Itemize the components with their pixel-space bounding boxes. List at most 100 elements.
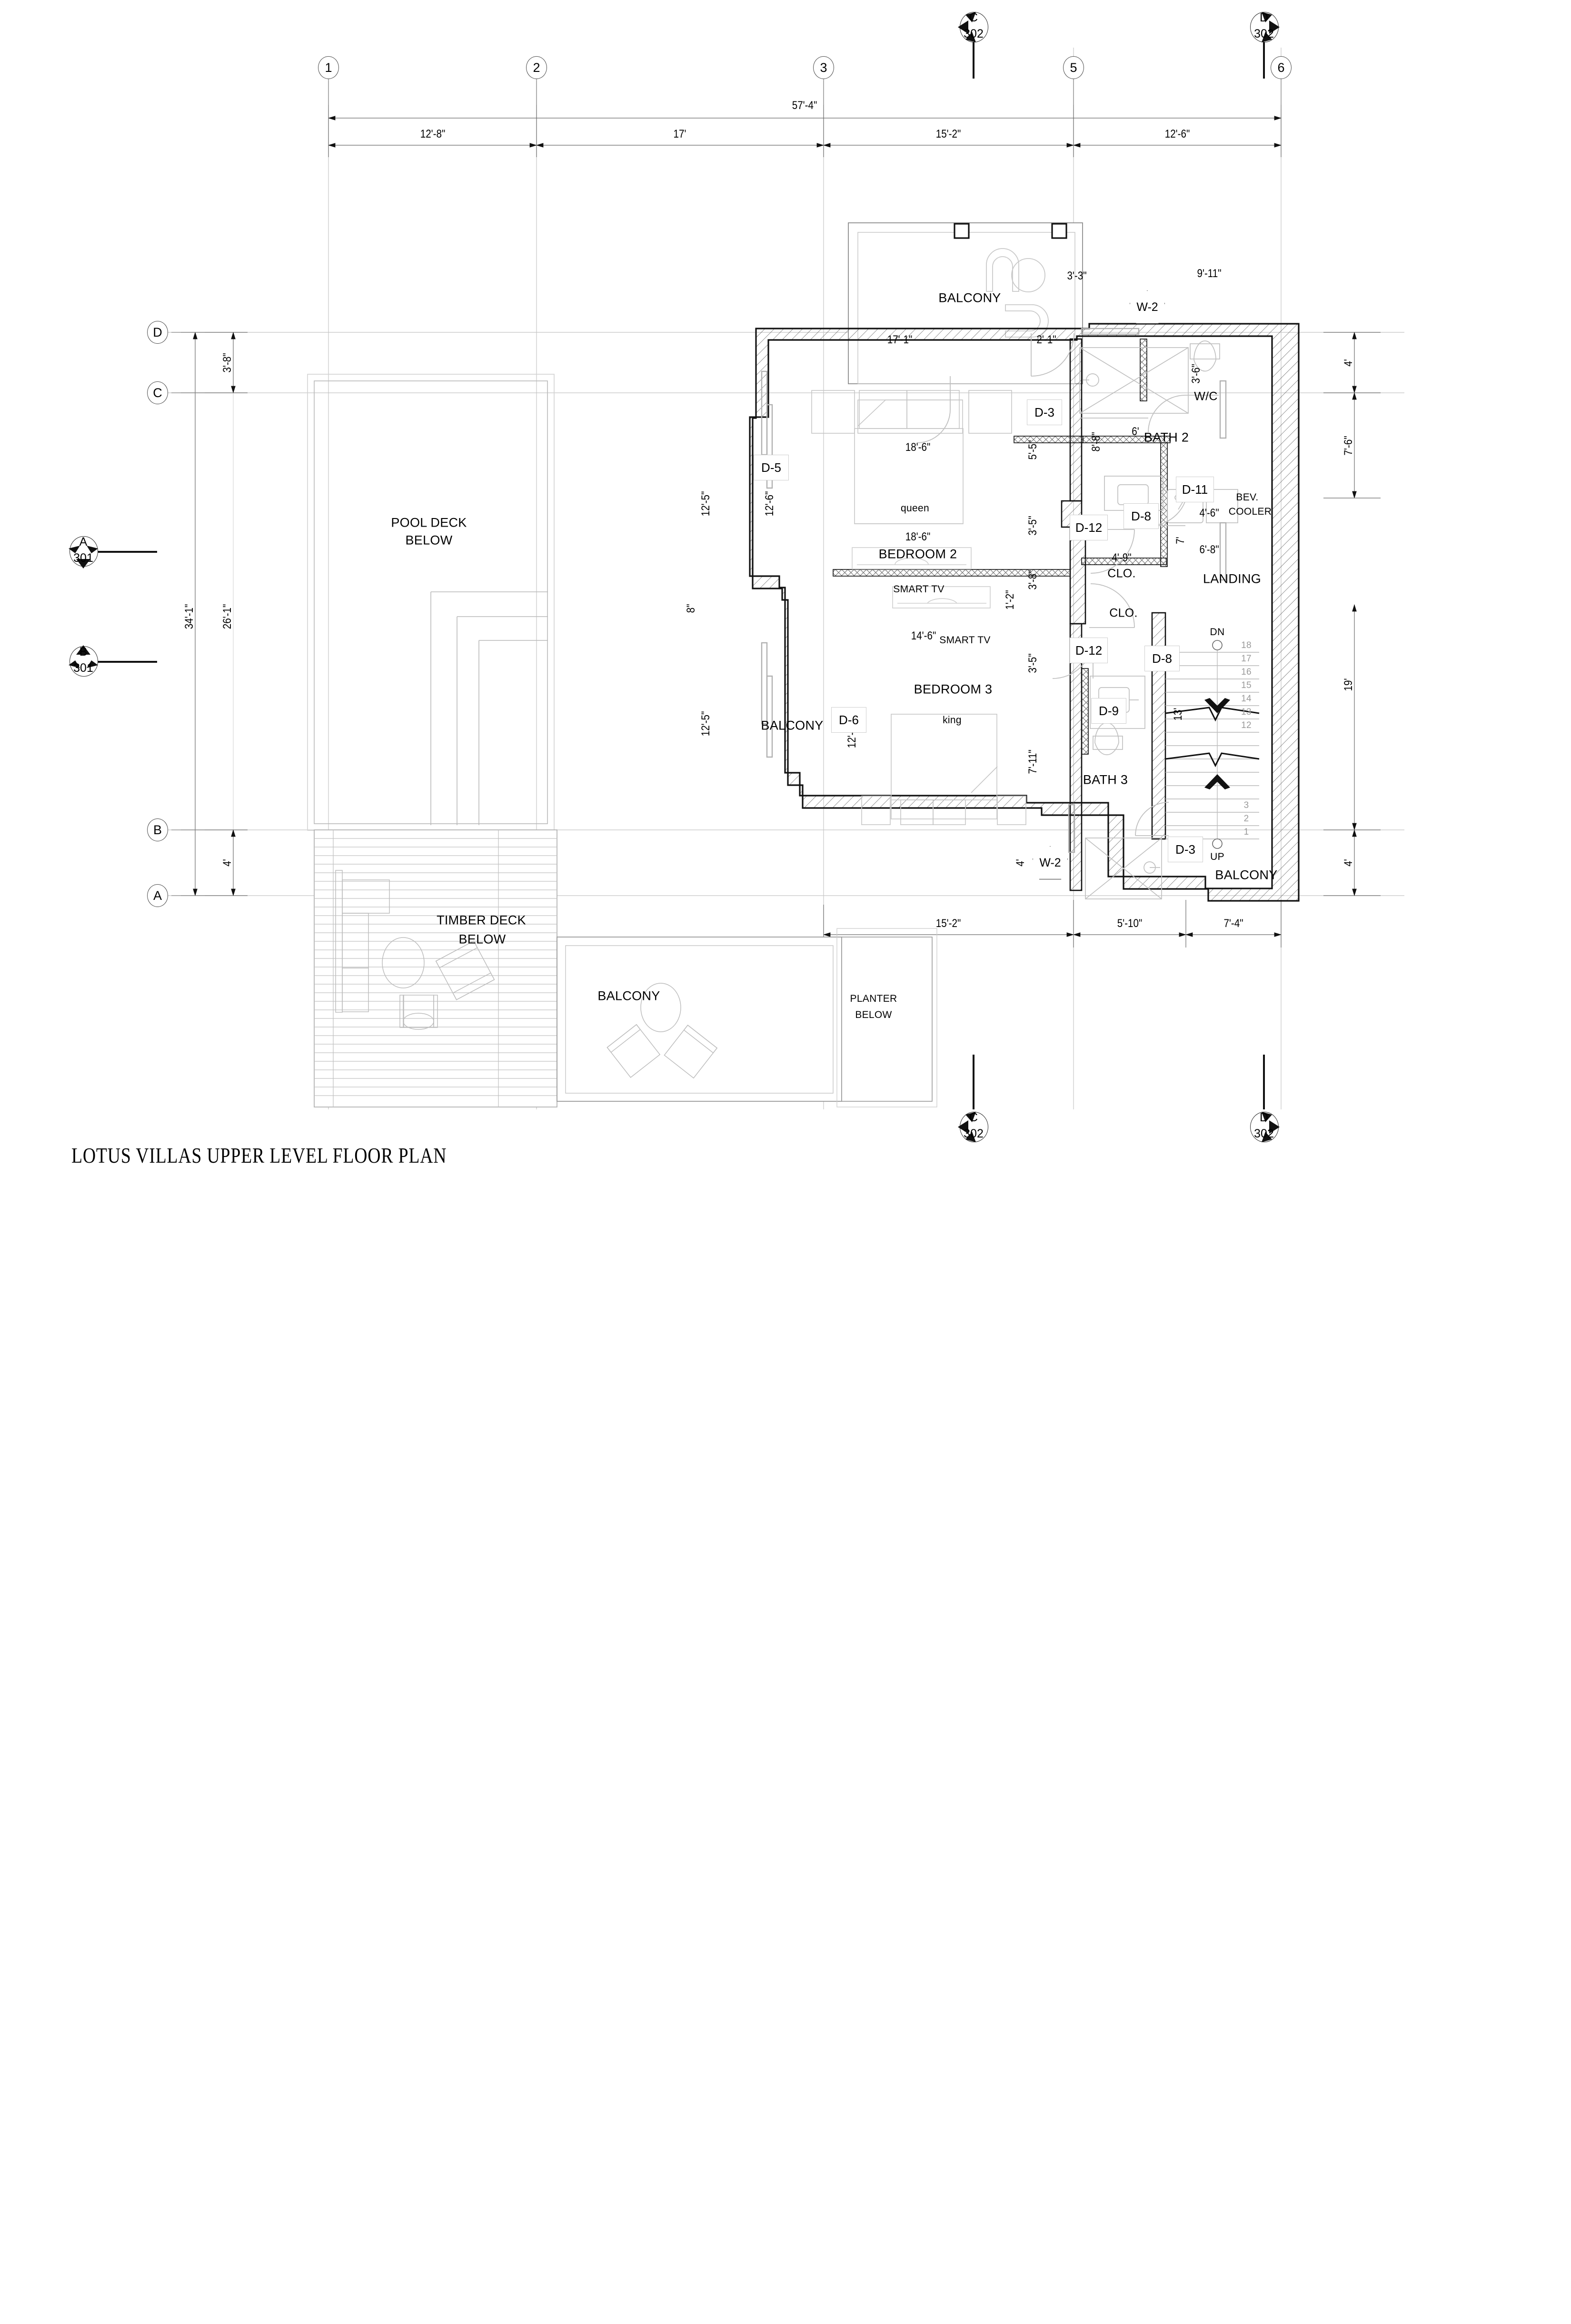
bath-3-toilet bbox=[1093, 722, 1123, 756]
dim-left-overall: 34'-1" bbox=[183, 604, 196, 629]
grid-bubble-label: 1 bbox=[325, 60, 332, 75]
dim-top-2: 17' bbox=[673, 128, 686, 140]
dimension-lines-top bbox=[328, 105, 1282, 157]
bedroom-2-smart-tv bbox=[852, 547, 972, 569]
door-tag-d12-lower[interactable]: D-12 bbox=[1070, 638, 1108, 663]
door-tag-d9[interactable]: D-9 bbox=[1091, 698, 1126, 724]
door-tag-d6[interactable]: D-6 bbox=[831, 707, 866, 733]
dim-bedroom2-right-b: 3'-5" bbox=[1026, 516, 1039, 536]
dim-bath2-shower-depth: 3'-6" bbox=[1190, 364, 1203, 384]
grid-bubble-label: B bbox=[153, 822, 162, 837]
grid-bubble-a[interactable]: A bbox=[147, 884, 168, 907]
grid-bubble-1[interactable]: 1 bbox=[318, 56, 339, 79]
label-balcony-west: BALCONY bbox=[761, 718, 824, 733]
grid-bubble-c[interactable]: C bbox=[147, 381, 168, 404]
window-tag-w2-bath3[interactable]: W-2 bbox=[1033, 846, 1068, 879]
label-bath-3: BATH 3 bbox=[1083, 772, 1128, 787]
stair bbox=[1165, 640, 1260, 849]
grid-bubble-label: 5 bbox=[1070, 60, 1077, 75]
grid-bubble-5[interactable]: 5 bbox=[1063, 56, 1084, 79]
dim-left-4ft: 4' bbox=[221, 859, 234, 867]
dim-bath2-top-right: 9'-11" bbox=[1197, 267, 1222, 280]
building-walls bbox=[749, 323, 1300, 902]
stair-riser-18: 18 bbox=[1241, 640, 1252, 650]
label-bedroom-3: BEDROOM 3 bbox=[914, 682, 993, 697]
timber-deck-furniture bbox=[335, 870, 495, 1030]
dim-bedroom3-width: 14'-6" bbox=[911, 629, 936, 642]
label-king-bed: king bbox=[943, 715, 962, 726]
grid-bubble-label: 6 bbox=[1277, 60, 1285, 75]
dim-bath2-height: 8'-8" bbox=[1090, 432, 1103, 452]
section-marker-c-302-bottom[interactable]: C 302 bbox=[956, 1110, 991, 1145]
dim-balcony-north-offset: 2'-1" bbox=[1036, 333, 1056, 346]
dim-top-3: 15'-2" bbox=[935, 128, 961, 140]
stair-label-dn: DN bbox=[1210, 627, 1225, 638]
dim-top-1: 12'-8" bbox=[420, 128, 446, 140]
section-marker-sheet: 301 bbox=[73, 551, 93, 565]
section-marker-id: A bbox=[79, 535, 88, 549]
grid-bubble-3[interactable]: 3 bbox=[813, 56, 834, 79]
section-marker-c-302-top[interactable]: C 302 bbox=[956, 10, 991, 45]
door-tag-d3-bedroom2[interactable]: D-3 bbox=[1027, 399, 1062, 425]
grid-bubble-2[interactable]: 2 bbox=[526, 56, 547, 79]
section-marker-sheet: 302 bbox=[964, 27, 984, 40]
dim-balcony-west-offset: 8" bbox=[685, 604, 697, 613]
grid-bubble-leaders bbox=[171, 79, 1282, 896]
grid-bubble-label: 2 bbox=[533, 60, 540, 75]
stair-riser-3: 3 bbox=[1243, 800, 1249, 810]
stair-label-up: UP bbox=[1210, 851, 1224, 862]
sliding-doors bbox=[761, 328, 1227, 853]
balcony-north bbox=[848, 222, 1083, 384]
label-closet-upper: CLO. bbox=[1107, 567, 1136, 580]
grid-bubble-label: C bbox=[153, 385, 162, 400]
label-pool-deck-line2: BELOW bbox=[405, 533, 453, 548]
label-smart-tv-bedroom2: SMART TV bbox=[893, 584, 945, 595]
door-tag-d12-upper[interactable]: D-12 bbox=[1070, 515, 1108, 540]
label-wc: W/C bbox=[1194, 389, 1218, 403]
stair-riser-13: 13 bbox=[1241, 707, 1252, 717]
door-tag-d8-lower[interactable]: D-8 bbox=[1144, 646, 1180, 671]
door-tag-d5[interactable]: D-5 bbox=[754, 455, 789, 480]
label-planter-line2: BELOW bbox=[855, 1009, 892, 1020]
door-tag-d3-balcony-east[interactable]: D-3 bbox=[1168, 837, 1203, 862]
dim-bedroom2-wall-thk: 1'-2" bbox=[1004, 590, 1016, 610]
section-marker-b-301[interactable]: B 301 bbox=[66, 644, 101, 679]
dim-bedroom3-right-b: 7'-11" bbox=[1026, 749, 1039, 774]
bath-2-shower bbox=[1079, 347, 1189, 419]
label-balcony-south: BALCONY bbox=[597, 988, 660, 1003]
dim-left-3-8: 3'-8" bbox=[221, 353, 234, 373]
label-closet-lower: CLO. bbox=[1109, 606, 1138, 620]
planter-below bbox=[836, 928, 937, 1107]
stair-riser-1: 1 bbox=[1243, 827, 1249, 837]
page-title: LOTUS VILLAS UPPER LEVEL FLOOR PLAN bbox=[71, 1143, 447, 1167]
door-tag-d8-upper[interactable]: D-8 bbox=[1124, 503, 1159, 529]
section-marker-sheet: 302 bbox=[1254, 1127, 1274, 1140]
dim-closet-width: 4'-9" bbox=[1112, 551, 1132, 564]
door-tag-d11[interactable]: D-11 bbox=[1176, 477, 1214, 502]
grid-bubble-6[interactable]: 6 bbox=[1271, 56, 1292, 79]
dim-bedroom2-right-c: 3'-8" bbox=[1026, 570, 1039, 590]
dim-right-4ft-bottom: 4' bbox=[1342, 859, 1355, 867]
grid-bubble-d[interactable]: D bbox=[147, 321, 168, 344]
dim-bath2-top-left: 3'-3" bbox=[1067, 269, 1087, 282]
dim-bedroom3-offset-left: 12'-5" bbox=[699, 711, 712, 737]
label-bedroom-2: BEDROOM 2 bbox=[878, 547, 957, 561]
label-bath-2: BATH 2 bbox=[1143, 430, 1189, 445]
section-marker-id: C bbox=[969, 1111, 978, 1124]
dim-top-overall: 57'-4" bbox=[792, 99, 817, 112]
dim-right-4ft-top: 4' bbox=[1342, 359, 1355, 367]
section-marker-d-302-bottom[interactable]: D 302 bbox=[1246, 1110, 1282, 1145]
section-marker-sheet: 301 bbox=[73, 661, 93, 675]
section-marker-a-301[interactable]: A 301 bbox=[66, 534, 101, 569]
label-balcony-east: BALCONY bbox=[1215, 868, 1278, 882]
window-tag-w2-bath2[interactable]: W-2 bbox=[1130, 290, 1165, 324]
floor-plan-drawing bbox=[88, 26, 1404, 1109]
grid-bubble-b[interactable]: B bbox=[147, 818, 168, 841]
section-marker-sheet: 302 bbox=[1254, 27, 1274, 40]
stair-riser-14: 14 bbox=[1241, 694, 1252, 704]
label-timber-deck-line1: TIMBER DECK bbox=[437, 913, 526, 928]
section-marker-d-302-top[interactable]: D 302 bbox=[1246, 10, 1282, 45]
dim-bedroom3-right-a: 3'-5" bbox=[1026, 653, 1039, 673]
dim-bath2-wall-b: 4'-6" bbox=[1199, 507, 1219, 519]
section-marker-id: D bbox=[1259, 11, 1269, 24]
